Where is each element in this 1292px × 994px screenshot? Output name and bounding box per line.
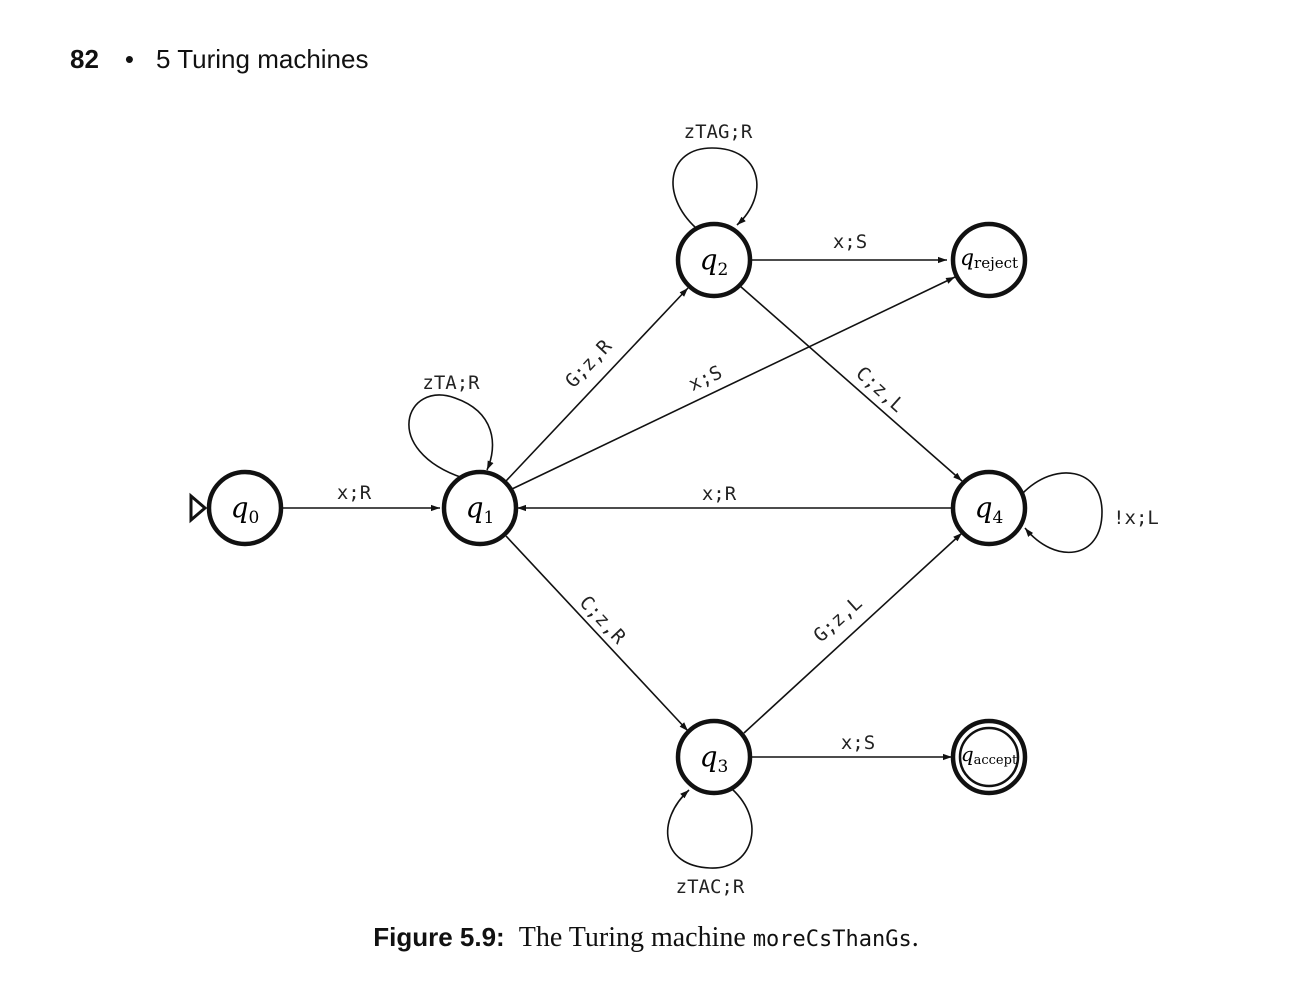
- state-q4: [950, 469, 1028, 547]
- running-head: 82 • 5 Turing machines: [70, 44, 368, 75]
- label-q2-loop: zTAG;R: [684, 121, 753, 143]
- state-accept-inner-ring: [958, 726, 1020, 788]
- label-q1-loop: zTA;R: [422, 372, 480, 394]
- figure-label: Figure 5.9:: [373, 922, 505, 952]
- figure-caption-text: The Turing machine: [518, 922, 746, 953]
- state-q3-label: q3: [700, 740, 729, 777]
- label-q4-loop: !x;L: [1113, 507, 1159, 529]
- state-q1-label: q1: [466, 491, 495, 528]
- state-reject-label: qreject: [960, 246, 1018, 272]
- figure-caption: Figure 5.9: The Turing machine moreCsTha…: [0, 922, 1292, 954]
- label-q3-accept: x;S: [841, 732, 875, 754]
- label-q1-reject: x;S: [685, 361, 725, 395]
- state-q0-label: q0: [231, 491, 260, 528]
- figure-caption-end: .: [911, 922, 919, 953]
- edge-q1-reject: [511, 276, 956, 490]
- label-q3-loop: zTAC;R: [676, 876, 745, 898]
- figure-caption-code: moreCsThanGs: [752, 927, 912, 952]
- loop-q2: [672, 147, 758, 229]
- edge-q2-q4: [739, 285, 963, 482]
- label-q4-q1: x;R: [702, 483, 737, 505]
- state-q4-label: q4: [975, 491, 1004, 528]
- state-accept-label: qaccept: [961, 742, 1018, 768]
- loop-q3: [666, 788, 753, 869]
- state-q0: [206, 469, 284, 547]
- page-number: 82: [70, 44, 99, 74]
- state-q1: [441, 469, 519, 547]
- loop-q4: [1021, 472, 1103, 554]
- state-q3: [675, 718, 753, 796]
- edge-q1-q2: [505, 287, 689, 482]
- chapter-title: 5 Turing machines: [156, 44, 369, 74]
- label-q0-q1: x;R: [337, 482, 372, 504]
- header-bullet: •: [124, 44, 135, 74]
- edge-q3-q4: [743, 532, 963, 734]
- state-q2-label: q2: [700, 243, 729, 280]
- start-marker: [189, 492, 208, 524]
- loop-q1: [408, 394, 494, 479]
- state-accept: [950, 718, 1028, 796]
- label-q2-reject: x;S: [833, 231, 867, 253]
- label-q3-q4: G;z,L: [809, 592, 866, 647]
- state-reject: [950, 221, 1028, 299]
- label-q1-q2: G;z,R: [561, 335, 616, 392]
- edge-q1-q3: [505, 535, 689, 732]
- state-q2: [675, 221, 753, 299]
